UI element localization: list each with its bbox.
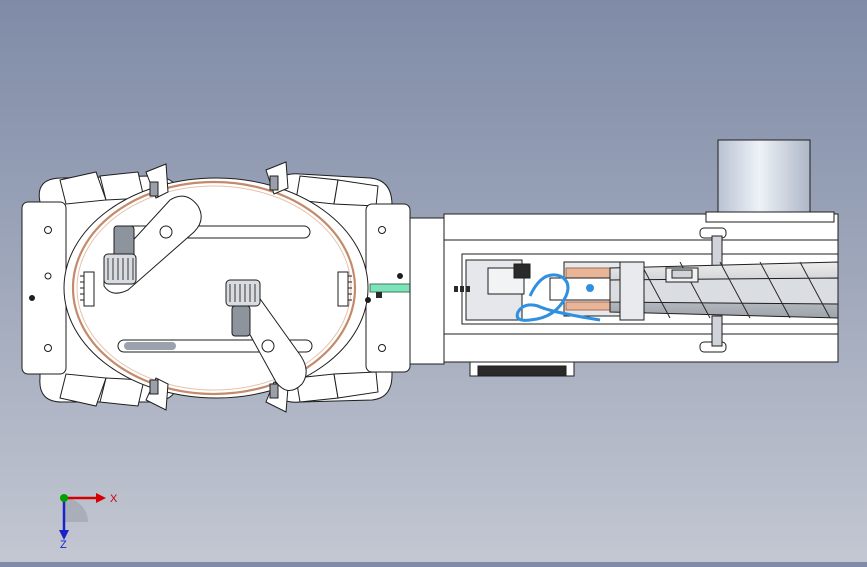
triad-plane	[64, 498, 88, 522]
x-axis-label: X	[110, 493, 118, 505]
center-arm	[225, 279, 307, 391]
blue-hose	[515, 273, 601, 322]
y-axis-dot	[60, 494, 68, 502]
auger-screw	[609, 261, 839, 321]
z-axis-arrow	[59, 530, 69, 540]
side-gears	[80, 271, 352, 307]
left-chassis	[21, 171, 411, 407]
x-axis-arrow	[96, 493, 106, 503]
cable-connector	[376, 286, 470, 298]
left-end-plate	[21, 201, 67, 375]
coordinate-triad: X Z	[44, 478, 124, 551]
end-plate-bolts	[29, 226, 403, 352]
z-axis-label: Z	[60, 539, 67, 548]
left-flange	[409, 217, 445, 365]
copper-ring-outer	[71, 180, 357, 396]
top-cylinder	[705, 139, 835, 223]
upper-left-arm	[103, 195, 202, 294]
triad-graphic: X Z	[59, 493, 118, 551]
